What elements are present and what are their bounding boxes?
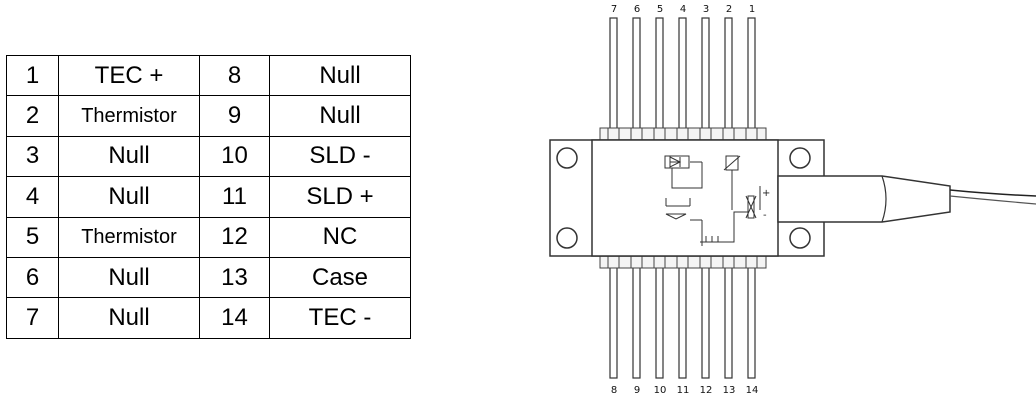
pin-label: 8 (611, 385, 617, 396)
pin-label: 10 (654, 385, 667, 396)
pin-number: 6 (6, 256, 59, 299)
bottom-pin-labels: 8 9 10 11 12 13 14 (611, 385, 759, 396)
pin-label: 11 (677, 385, 690, 396)
pin-number: 4 (6, 176, 59, 218)
mounting-hole (556, 227, 578, 249)
mounting-hole (789, 227, 811, 249)
pin-number: 5 (6, 216, 59, 258)
internal-schematic (664, 155, 761, 246)
mounting-holes (556, 147, 811, 249)
pin-function: Null (58, 256, 200, 299)
pin-function: Thermistor (58, 95, 200, 137)
pin-label: 9 (634, 385, 640, 396)
pin-function: Thermistor (58, 216, 200, 258)
pin (609, 17, 618, 139)
table-row: 5 Thermistor 12 NC (6, 216, 411, 258)
fiber-boot (777, 175, 951, 223)
table-row: 4 Null 11 SLD + (6, 176, 411, 218)
pin (724, 17, 733, 139)
pin-function: TEC - (269, 297, 411, 339)
bottom-pin-strip (599, 255, 767, 269)
pin-function: Null (269, 54, 411, 97)
pin (701, 257, 710, 379)
package-body (591, 139, 779, 257)
pin-function: SLD - (269, 135, 411, 178)
fiber-pigtail (777, 175, 1036, 223)
polarity-minus: - (763, 210, 767, 221)
table-row: 1 TEC + 8 Null (6, 54, 411, 97)
pin-label: 5 (657, 4, 663, 15)
pin-label: 13 (723, 385, 736, 396)
pin-function: SLD + (269, 176, 411, 218)
pin (632, 17, 641, 139)
pin-label: 6 (634, 4, 640, 15)
pin-number: 2 (6, 95, 59, 137)
pin-label: 3 (703, 4, 709, 15)
table-row: 6 Null 13 Case (6, 256, 411, 299)
top-pins (609, 17, 756, 139)
bottom-pins (609, 257, 756, 379)
pin-function: NC (269, 216, 411, 258)
pin-label: 14 (746, 385, 759, 396)
pin (632, 257, 641, 379)
pin (747, 257, 756, 379)
table-row: 3 Null 10 SLD - (6, 135, 411, 178)
mounting-hole (556, 147, 578, 169)
table-row: 7 Null 14 TEC - (6, 297, 411, 339)
pin-number: 13 (199, 256, 270, 299)
pin-label: 4 (680, 4, 686, 15)
pin (655, 17, 664, 139)
pin-number: 3 (6, 135, 59, 178)
polarity-plus: + (762, 188, 770, 199)
pin-number: 1 (6, 54, 59, 97)
photodiode-symbol (664, 155, 690, 169)
pin (678, 17, 687, 139)
pin-number: 9 (199, 95, 270, 137)
pin-number: 10 (199, 135, 270, 178)
top-pin-labels: 7 6 5 4 3 2 1 (611, 4, 755, 15)
pin (747, 17, 756, 139)
pin-function: Null (58, 135, 200, 178)
pin-label: 7 (611, 4, 617, 15)
pin-function: Null (58, 176, 200, 218)
pin-number: 7 (6, 297, 59, 339)
pin (678, 257, 687, 379)
pin (724, 257, 733, 379)
pin-pads (607, 128, 758, 268)
pin-label: 12 (700, 385, 713, 396)
pin-function: Null (269, 95, 411, 137)
pin-number: 14 (199, 297, 270, 339)
pin-label: 1 (749, 4, 755, 15)
pin-number: 12 (199, 216, 270, 258)
butterfly-package-diagram: 7 6 5 4 3 2 1 (549, 4, 1036, 396)
pin-function: Null (58, 297, 200, 339)
pin-function: Case (269, 256, 411, 299)
pin (655, 257, 664, 379)
mounting-hole (789, 147, 811, 169)
fiber (949, 189, 1036, 197)
tec-symbol (747, 195, 755, 219)
table-row: 2 Thermistor 9 Null (6, 95, 411, 137)
pin-number: 8 (199, 54, 270, 97)
pin (701, 17, 710, 139)
pin (609, 257, 618, 379)
pin-number: 11 (199, 176, 270, 218)
pin-label: 2 (726, 4, 732, 15)
pinout-table: 1 TEC + 8 Null 2 Thermistor 9 Null 3 Nul… (6, 54, 411, 339)
top-pin-strip (599, 127, 767, 141)
pin-function: TEC + (58, 54, 200, 97)
